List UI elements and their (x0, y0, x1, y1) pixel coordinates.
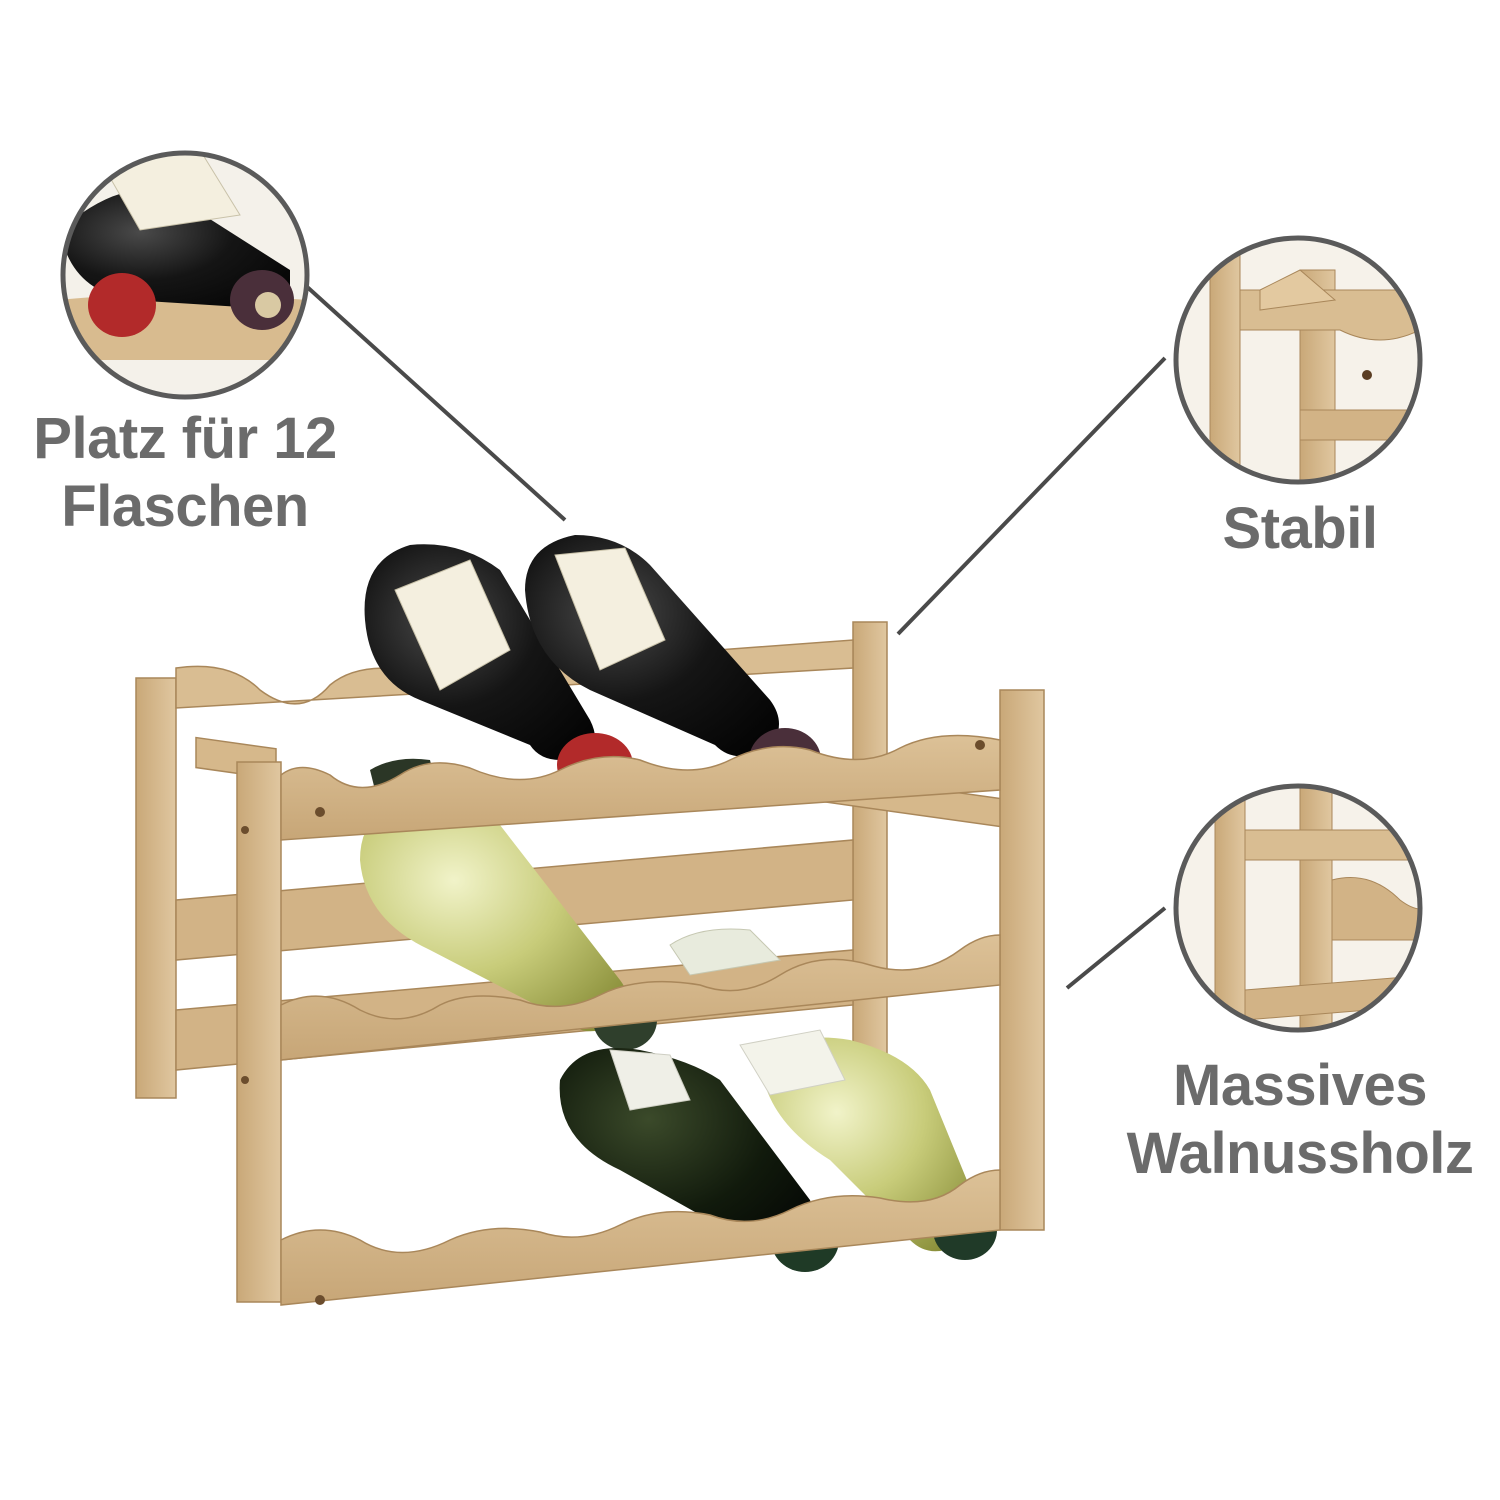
zoom-circle-frame-icon (1173, 235, 1423, 485)
bottle-bottom-right (739, 1029, 997, 1260)
caption-material-line2: Walnussholz (1126, 1121, 1474, 1187)
callout-line-capacity (303, 283, 567, 522)
caption-capacity: Platz für 12 Flaschen (20, 405, 350, 542)
callout-line-stable (896, 356, 1167, 636)
callout-line-material (1065, 906, 1167, 990)
caption-material: Massives Walnussholz (1120, 1052, 1480, 1189)
zoom-circle-bottles-icon (60, 150, 310, 400)
zoom-circle-wood-icon (1173, 783, 1423, 1033)
caption-capacity-line1: Platz für 12 (33, 406, 337, 471)
caption-stable-line1: Stabil (1222, 496, 1378, 561)
bottle-middle-right (669, 928, 782, 976)
caption-material-line1: Massives (1173, 1053, 1427, 1118)
caption-stable: Stabil (1180, 495, 1420, 563)
rack-front-frame (236, 689, 1045, 1306)
caption-capacity-line2: Flaschen (61, 474, 309, 540)
